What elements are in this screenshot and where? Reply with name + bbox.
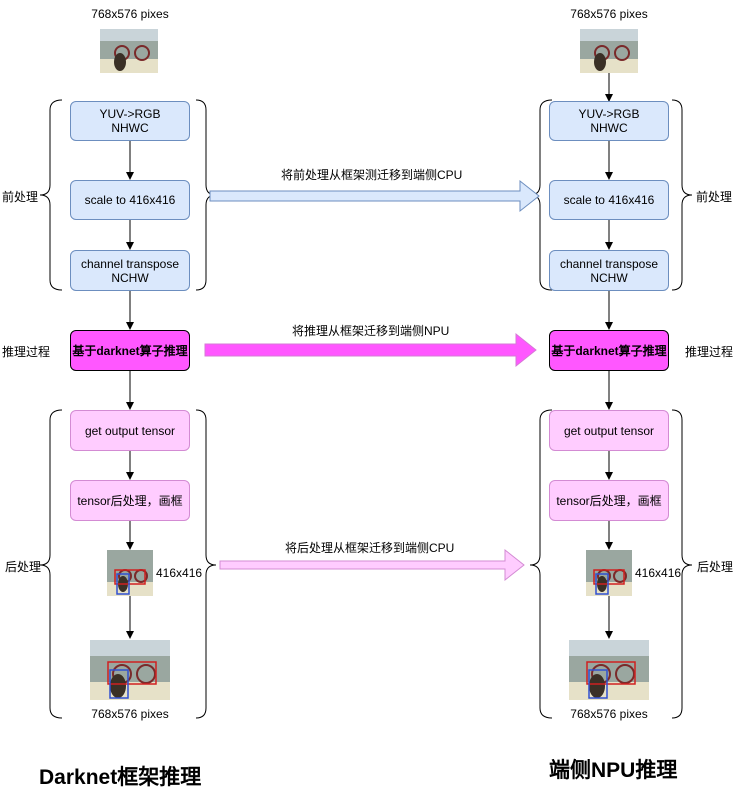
detection-photo-small	[586, 550, 632, 596]
left-get-tensor-box: get output tensor	[70, 410, 190, 451]
left-detection-small	[107, 550, 153, 596]
right-small-caption: 416x416	[635, 566, 682, 580]
detection-photo-large	[569, 640, 649, 700]
left-input-photo	[100, 29, 158, 73]
right-detection-small	[586, 550, 632, 596]
left-scale-box: scale to 416x416	[70, 180, 190, 220]
left-transpose-line2: NCHW	[111, 270, 149, 285]
inference-migration-arrow	[204, 332, 537, 368]
left-output-photo	[90, 640, 170, 700]
right-output-photo	[569, 640, 649, 700]
pre-migration-arrow	[209, 179, 540, 213]
left-inference-box: 基于darknet算子推理	[70, 330, 190, 371]
left-post-label: 后处理	[5, 560, 42, 574]
left-postprocess-box: tensor后处理，画框	[70, 480, 190, 521]
detection-photo-large	[90, 640, 170, 700]
right-yuv-line1: YUV->RGB	[578, 107, 640, 121]
right-top-caption: 768x576 pixes	[570, 7, 648, 21]
post-arrow-label: 将后处理从框架迁移到端侧CPU	[285, 541, 455, 555]
right-yuv-line2: NHWC	[590, 121, 628, 135]
right-post-label: 后处理	[697, 560, 734, 574]
detection-photo-small	[107, 550, 153, 596]
left-inference-label: 推理过程	[2, 345, 51, 359]
left-yuv-line1: YUV->RGB	[99, 107, 161, 121]
left-transpose-line1: channel transpose	[80, 256, 180, 271]
right-transpose-line2: NCHW	[590, 270, 628, 285]
right-postprocess-box: tensor后处理，画框	[549, 480, 669, 521]
right-inference-label: 推理过程	[685, 345, 734, 359]
right-scale-box: scale to 416x416	[549, 180, 669, 220]
right-pre-label: 前处理	[696, 190, 733, 204]
right-inference-box: 基于darknet算子推理	[549, 330, 669, 371]
inference-arrow-label: 将推理从框架迁移到端侧NPU	[292, 324, 450, 338]
left-small-caption: 416x416	[156, 566, 203, 580]
dog-bicycle-photo	[100, 29, 158, 73]
post-migration-arrow	[219, 548, 525, 582]
right-bottom-caption: 768x576 pixes	[570, 707, 648, 721]
pre-arrow-label: 将前处理从框架测迁移到端侧CPU	[281, 168, 463, 182]
left-bottom-caption: 768x576 pixes	[91, 707, 169, 721]
left-footer-title: Darknet框架推理	[39, 766, 202, 789]
right-transpose-line1: channel transpose	[559, 256, 659, 271]
left-pre-label: 前处理	[2, 190, 39, 204]
right-get-tensor-box: get output tensor	[549, 410, 669, 451]
left-yuv-line2: NHWC	[111, 121, 149, 135]
dog-bicycle-photo	[580, 29, 638, 73]
right-footer-title: 端侧NPU推理	[549, 759, 678, 782]
left-top-caption: 768x576 pixes	[91, 7, 169, 21]
right-input-photo	[580, 29, 638, 73]
